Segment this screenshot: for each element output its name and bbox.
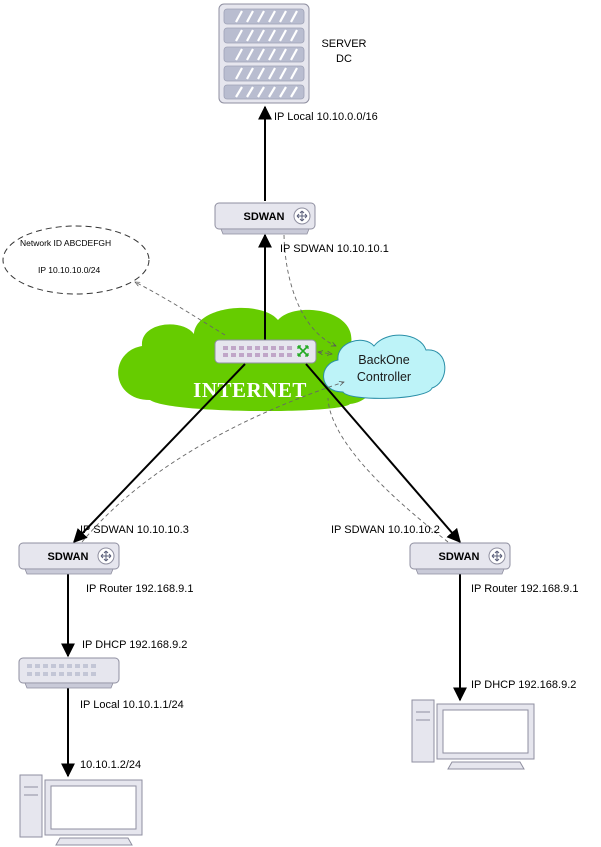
- sdwan-device-right[interactable]: SDWAN: [409, 542, 511, 575]
- left-router-ip-label: IP Router 192.168.9.1: [86, 583, 193, 595]
- network-ip-text: IP 10.10.10.0/24: [38, 265, 101, 275]
- right-sdwan-ip-label: IP SDWAN 10.10.10.2: [331, 524, 440, 536]
- left-sdwan-control-link: [81, 382, 344, 543]
- left-pc-icon[interactable]: [19, 774, 143, 846]
- control-links: [81, 234, 449, 543]
- internet-label: INTERNET: [193, 378, 307, 402]
- right-pc-icon[interactable]: [411, 699, 535, 770]
- hub-to-right-sdwan-link: [305, 363, 461, 544]
- left-pc-ip-label: 10.10.1.2/24: [80, 759, 141, 771]
- left-sdwan-ip-label: IP SDWAN 10.10.10.3: [80, 524, 189, 536]
- left-local-ip-label: IP Local 10.10.1.1/24: [80, 699, 184, 711]
- controller-line2: Controller: [357, 370, 411, 384]
- controller-line1: BackOne: [358, 353, 409, 367]
- network-id-text: Network ID ABCDEFGH: [20, 238, 111, 248]
- network-note: Network ID ABCDEFGH IP 10.10.10.0/24: [2, 225, 150, 295]
- right-sdwan-control-link: [327, 397, 449, 543]
- sdwan-device-top[interactable]: SDWAN: [214, 202, 316, 235]
- note-link: [135, 281, 226, 336]
- left-router-device[interactable]: [18, 657, 120, 689]
- hub-to-left-sdwan-link: [73, 363, 246, 544]
- sdwan-label: SDWAN: [48, 551, 89, 563]
- server-label-line2: DC: [336, 53, 352, 65]
- top-sdwan-ip-label: IP SDWAN 10.10.10.1: [280, 243, 389, 255]
- internet-hub-switch[interactable]: [214, 339, 317, 364]
- sdwan-label: SDWAN: [244, 211, 285, 223]
- right-dhcp-ip-label: IP DHCP 192.168.9.2: [471, 679, 576, 691]
- server-rack-icon[interactable]: [218, 3, 310, 104]
- router-icon: [488, 547, 506, 565]
- server-ip-label: IP Local 10.10.0.0/16: [274, 111, 378, 123]
- backone-controller-cloud[interactable]: BackOne Controller: [323, 334, 446, 399]
- data-links: [61, 105, 467, 778]
- sdwan-label: SDWAN: [439, 551, 480, 563]
- switch-arrows-icon: [297, 345, 309, 357]
- router-icon: [97, 547, 115, 565]
- hub-controller-link: [318, 352, 332, 354]
- top-sdwan-control-link: [283, 234, 336, 347]
- server-label-line1: SERVER: [321, 38, 366, 50]
- sdwan-device-left[interactable]: SDWAN: [18, 542, 120, 575]
- left-dhcp-ip-label: IP DHCP 192.168.9.2: [82, 639, 187, 651]
- right-router-ip-label: IP Router 192.168.9.1: [471, 583, 578, 595]
- router-icon: [293, 207, 311, 225]
